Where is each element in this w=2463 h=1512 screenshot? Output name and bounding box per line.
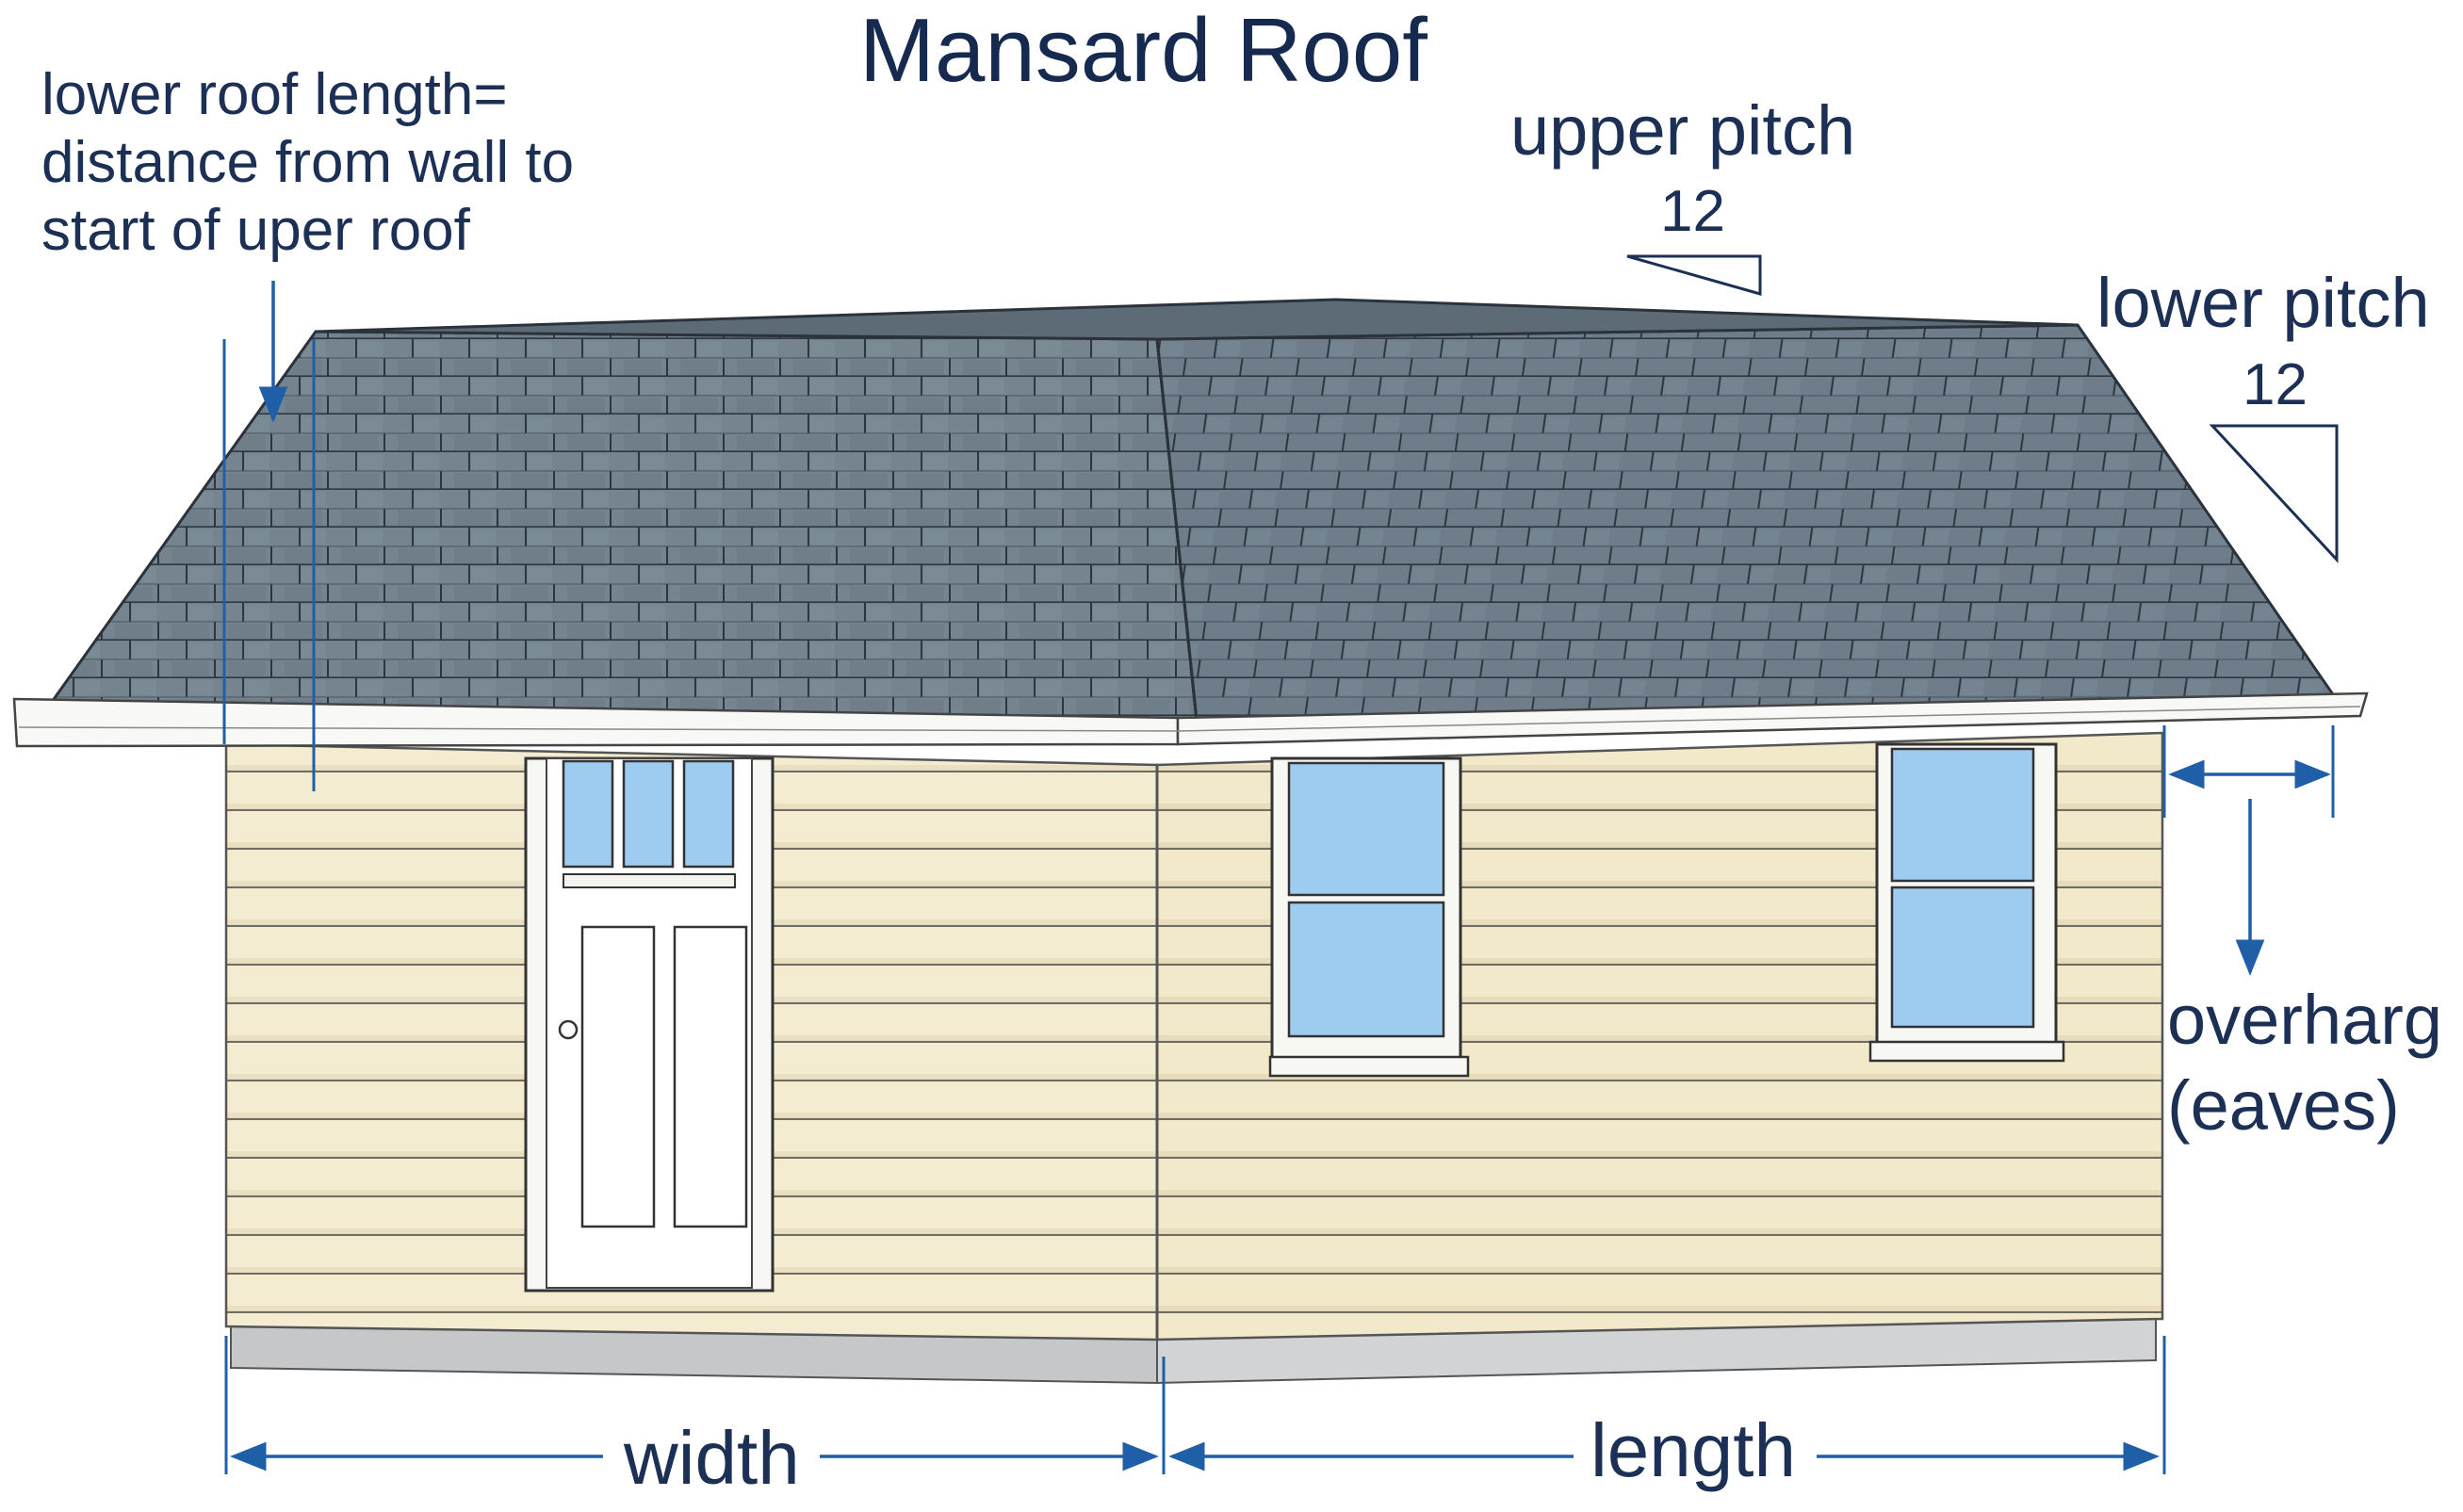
foundation — [230, 1315, 2157, 1385]
lower-pitch-run: 12 — [2243, 352, 2308, 417]
lower-roof-length-marker — [222, 281, 316, 791]
fascia-gutter — [12, 691, 2369, 748]
width-dimension — [224, 1336, 1166, 1474]
overhang-label-line2: (eaves) — [2167, 1066, 2400, 1145]
length-label: length — [1590, 1408, 1796, 1492]
window-left — [1268, 756, 1470, 1078]
overhang-marker — [2162, 725, 2335, 976]
upper-pitch-triangle — [1626, 254, 1762, 296]
lower-pitch-label: lower pitch — [2096, 264, 2430, 342]
lower-pitch-triangle — [2209, 424, 2339, 563]
door — [524, 756, 775, 1293]
width-label: width — [624, 1416, 800, 1500]
roof — [49, 298, 2338, 723]
upper-pitch-run: 12 — [1660, 179, 1725, 244]
window-right — [1868, 742, 2065, 1063]
lower-roof-length-label-line2: distance from wall to — [41, 130, 575, 195]
overhang-label-line1: overharg — [2167, 981, 2443, 1059]
page-title: Mansard Roof — [859, 0, 1427, 101]
lower-roof-length-label-line3: start of uper roof — [41, 198, 470, 263]
lower-roof-length-label-line1: lower roof length= — [41, 62, 508, 127]
upper-pitch-label: upper pitch — [1510, 91, 1856, 170]
length-dimension — [1168, 1336, 2166, 1474]
